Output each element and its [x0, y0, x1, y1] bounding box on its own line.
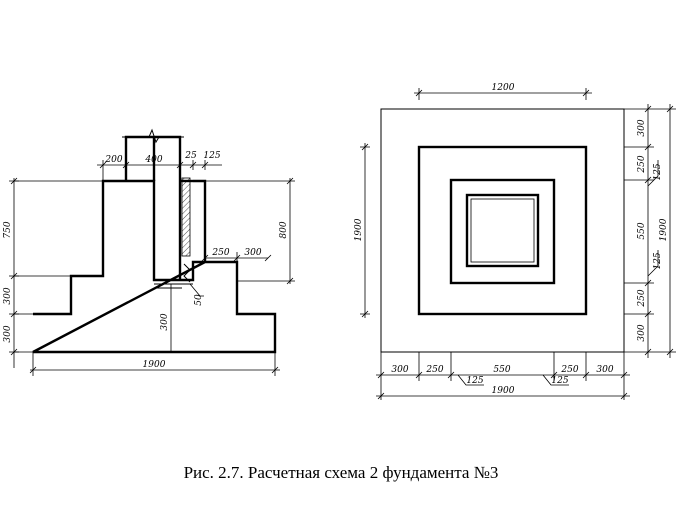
- leader-r-125b: [647, 250, 659, 277]
- socket-bottom-detail: [154, 263, 193, 289]
- dim-ext-left: [14, 180, 103, 353]
- figure-caption: Рис. 2.7. Расчетная схема 2 фундамента №…: [183, 463, 499, 482]
- dim-125: 125: [203, 151, 220, 161]
- dim-r-250a: 250: [637, 155, 647, 173]
- dim-ticks-bottom-chain: [377, 352, 628, 400]
- dim-r-125a: 125: [653, 163, 663, 180]
- leader-b-125b: [542, 374, 569, 386]
- plan-socket-outer: [449, 178, 556, 285]
- leader-b-125a: [457, 374, 484, 386]
- plan-column-inner: [470, 198, 535, 263]
- dim-300-step: 300: [3, 287, 13, 304]
- dim-r-300a: 300: [637, 119, 647, 136]
- dim-b-1900: 1900: [492, 386, 515, 396]
- dim-300-mid: 300: [244, 248, 261, 258]
- dim-1200: 1200: [492, 83, 515, 93]
- dim-ticks-1900: [29, 352, 279, 376]
- dim-1900: 1900: [143, 360, 166, 370]
- dim-b-300b: 300: [596, 365, 613, 375]
- dim-200: 200: [104, 155, 122, 165]
- dim-ticks-250-300: [201, 252, 272, 264]
- plan-pad: [380, 108, 625, 353]
- dim-b-250a: 250: [425, 365, 443, 375]
- dim-ticks-top: [99, 160, 209, 181]
- dim-r-250b: 250: [637, 289, 647, 307]
- leader-50: [189, 283, 204, 297]
- section-view: 750 300 300 1900 200 400 25 125 800 250 …: [3, 128, 295, 376]
- column-break-mark: [122, 128, 184, 144]
- dim-ticks-800: [205, 177, 295, 285]
- grout-hatch: [181, 177, 191, 257]
- dim-r-550: 550: [637, 222, 647, 239]
- plan-column-outer: [465, 193, 540, 268]
- plan-view: 1200 1900 300 250 125 550 125 250 300 19…: [354, 83, 676, 400]
- dim-300-low: 300: [160, 313, 170, 330]
- foundation-outline: [32, 179, 277, 354]
- dim-b-125b: 125: [551, 376, 568, 386]
- leader-r-125a: [647, 160, 659, 187]
- dim-300-pad: 300: [3, 325, 13, 342]
- dim-50: 50: [194, 294, 204, 306]
- dim-right-1900: 1900: [659, 218, 669, 241]
- plan-step: [417, 145, 588, 316]
- dim-r-125b: 125: [653, 252, 663, 269]
- dim-b-125a: 125: [466, 376, 483, 386]
- dim-b-550: 550: [493, 365, 510, 375]
- dim-left-1900: 1900: [354, 218, 364, 241]
- dim-25: 25: [184, 151, 197, 161]
- dim-ticks-1200: [415, 88, 590, 100]
- dim-800: 800: [279, 221, 289, 238]
- dim-b-300a: 300: [391, 365, 408, 375]
- dim-250: 250: [211, 248, 229, 258]
- dim-ticks-bottom-1900: [377, 392, 628, 400]
- column: [124, 135, 182, 281]
- dim-r-300b: 300: [637, 324, 647, 341]
- dim-400: 400: [144, 155, 162, 165]
- dim-b-250b: 250: [560, 365, 578, 375]
- dim-ticks-left-1900: [360, 143, 370, 318]
- dim-750: 750: [3, 221, 13, 238]
- dim-ticks-right-1900: [654, 105, 676, 356]
- dim-ticks-right-chain: [624, 105, 654, 356]
